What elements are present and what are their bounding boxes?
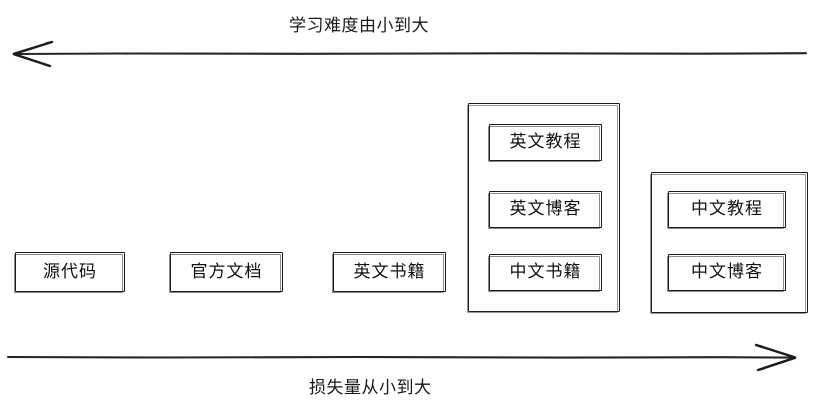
english-tutorial-group: 英文教程 英文博客 中文书籍 [467, 103, 620, 313]
arrow-right-icon [6, 343, 797, 372]
node-label: 英文书籍 [353, 261, 426, 282]
chinese-tutorial-group: 中文教程 中文博客 [650, 172, 808, 314]
node-box[interactable]: 中文书籍 [488, 254, 602, 292]
node-box[interactable]: 英文书籍 [332, 252, 446, 293]
node-box[interactable]: 中文博客 [667, 254, 786, 292]
node-label: 中文博客 [691, 262, 763, 282]
node-label: 官方文档 [190, 261, 263, 282]
node-label: 英文博客 [509, 199, 582, 219]
node-label: 英文教程 [509, 132, 582, 152]
node-label: 中文教程 [691, 199, 763, 219]
top-axis-label: 学习难度由小到大 [289, 16, 429, 36]
node-label: 源代码 [43, 261, 97, 282]
node-box[interactable]: 英文教程 [488, 124, 602, 162]
node-box[interactable]: 官方文档 [169, 252, 283, 293]
bottom-axis-label: 损失量从小到大 [309, 378, 432, 398]
node-box[interactable]: 英文博客 [488, 191, 602, 229]
node-box[interactable]: 中文教程 [667, 191, 786, 229]
node-label: 中文书籍 [509, 262, 582, 282]
arrow-left-icon [12, 40, 808, 68]
node-box[interactable]: 源代码 [14, 252, 125, 293]
